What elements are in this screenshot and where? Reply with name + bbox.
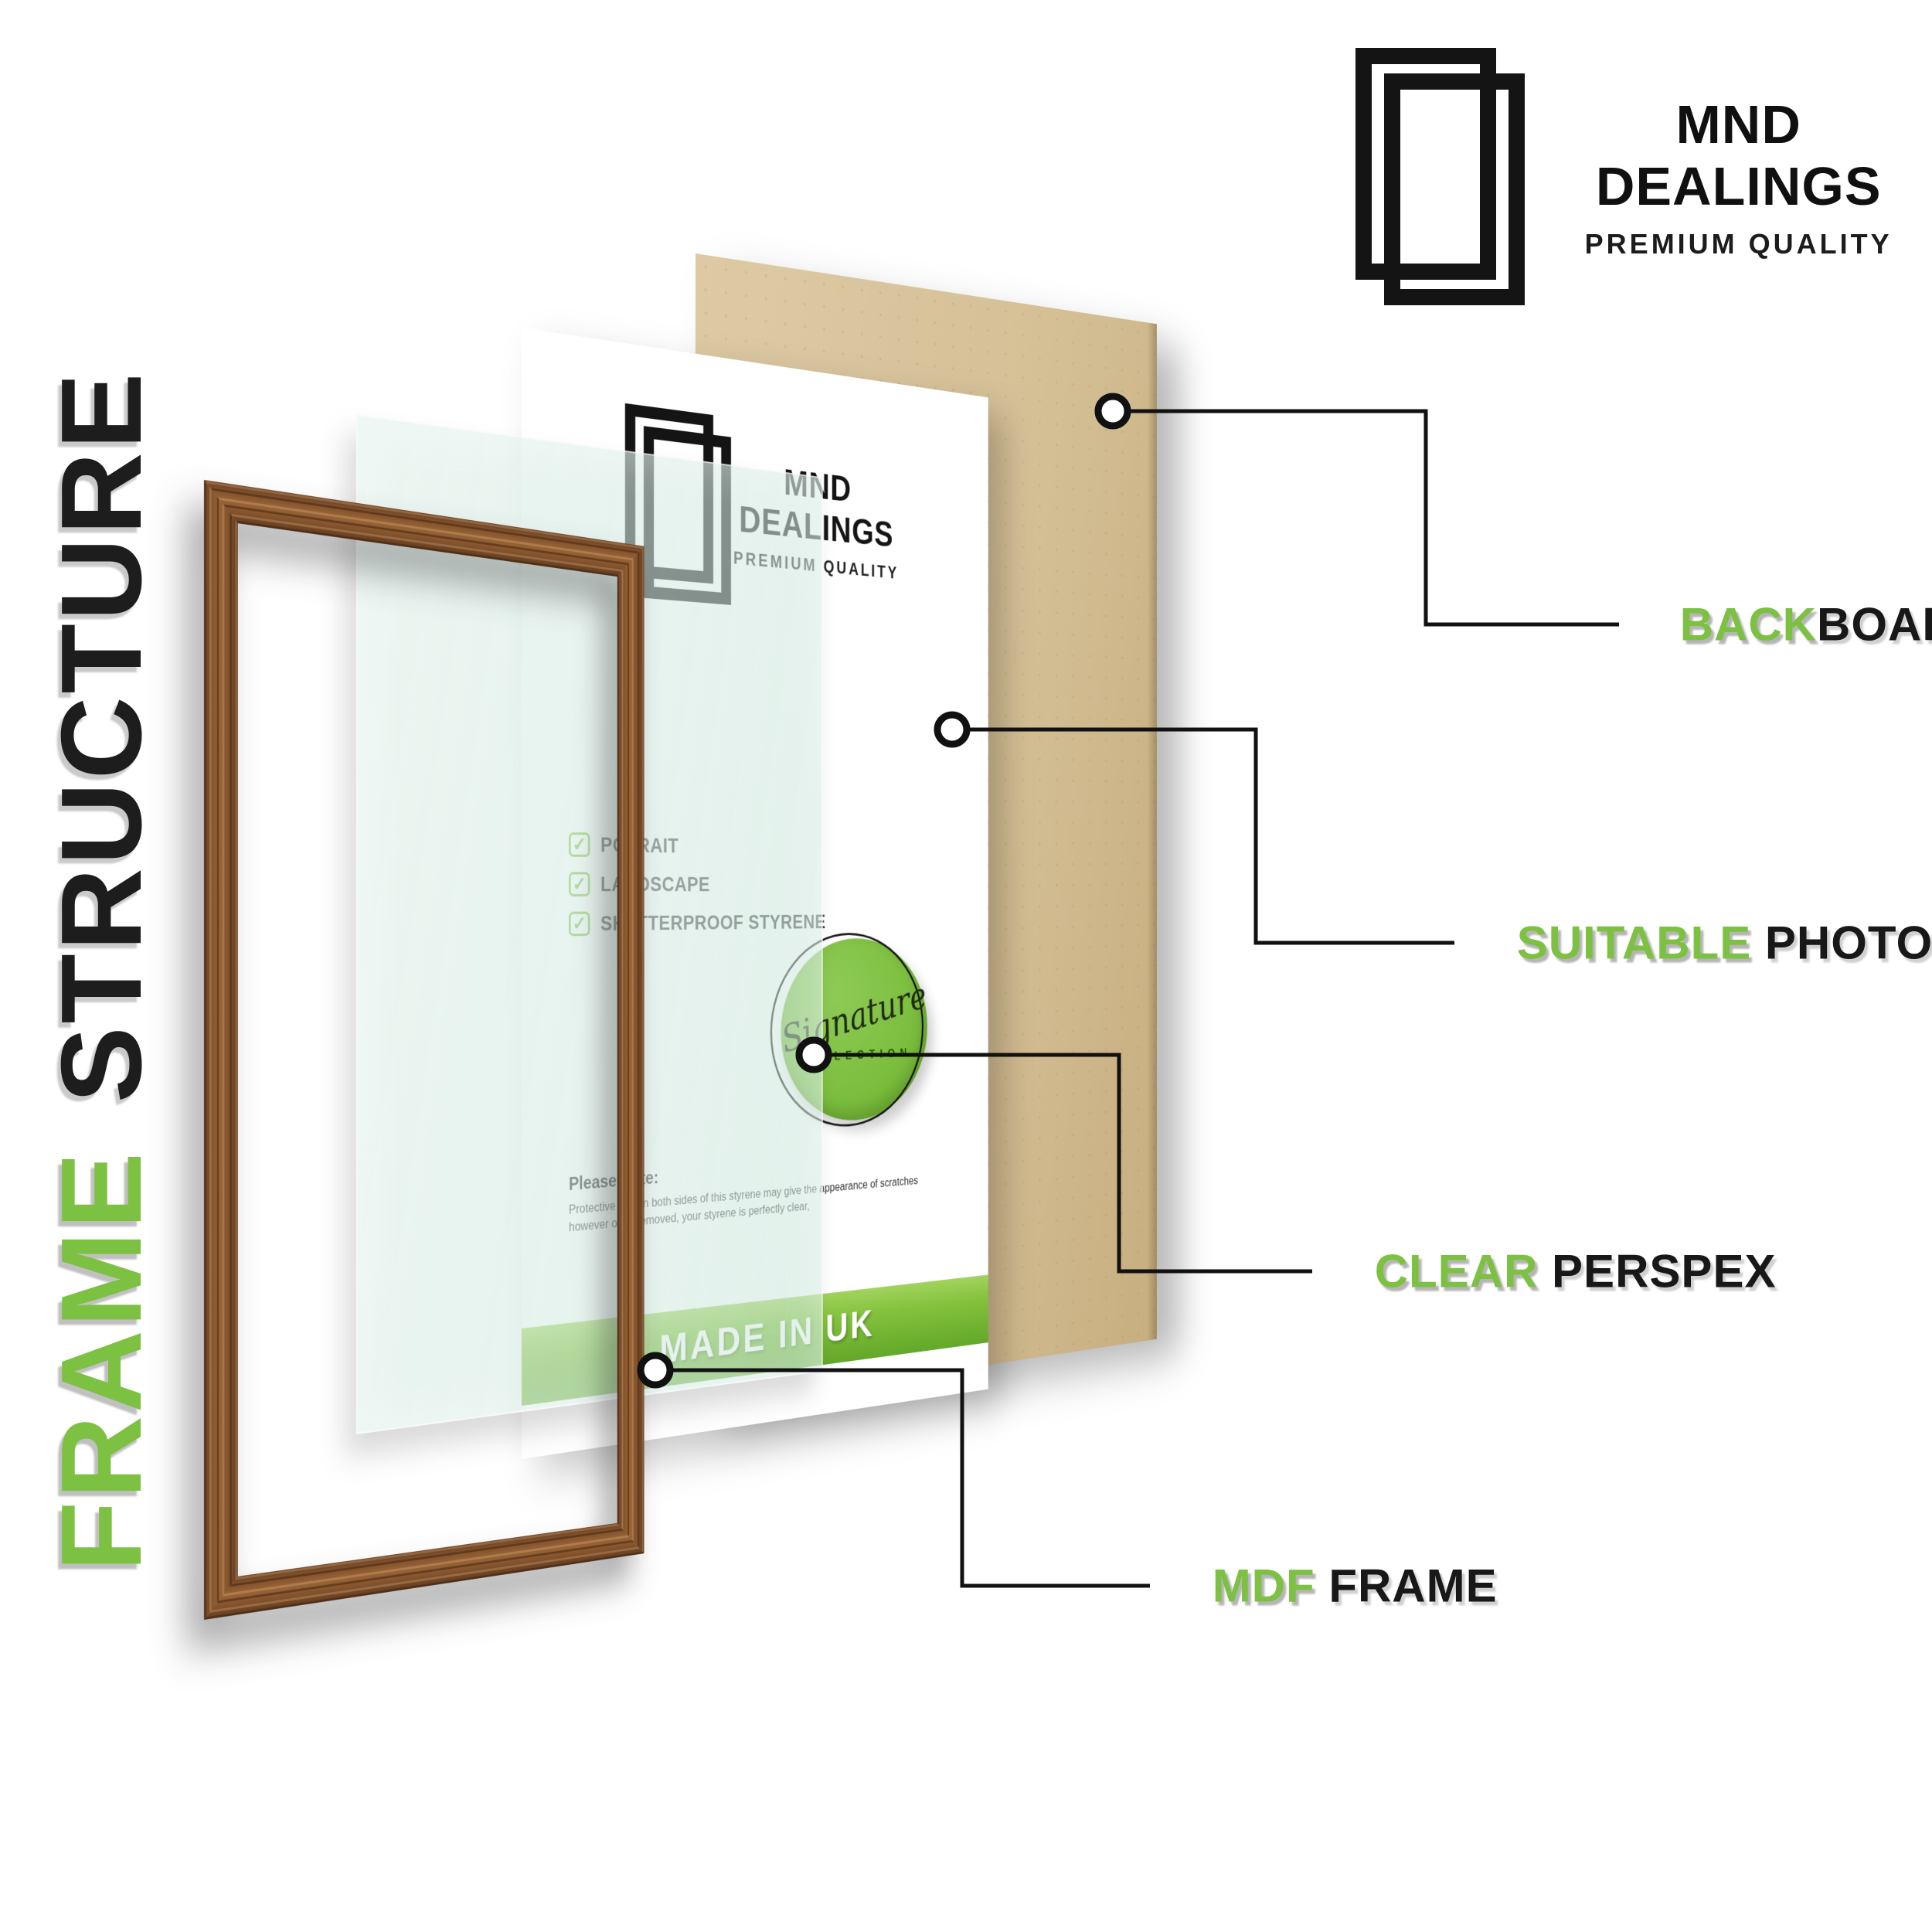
frame-left-rail	[204, 480, 238, 1620]
label-frame-black: FRAME	[1315, 1560, 1498, 1612]
label-photo-black: PHOTO	[1751, 917, 1932, 969]
page-title-frame-word: FRAME	[38, 1149, 165, 1572]
brand-tagline: PREMIUM QUALITY	[1584, 228, 1893, 260]
label-frame-green: MDF	[1212, 1560, 1315, 1612]
brand-name: MND DEALINGS	[1595, 94, 1882, 216]
label-photo-green: SUITABLE	[1516, 917, 1752, 969]
label-backboard-black: BOARD	[1817, 598, 1932, 651]
label-perspex-green: CLEAR	[1374, 1245, 1539, 1298]
wood-frame-layer	[204, 480, 644, 1620]
label-mdf-frame: MDF FRAME	[1158, 1506, 1498, 1666]
page-title: FRAME STRUCTURE	[36, 370, 168, 1572]
label-suitable-photo: SUITABLE PHOTO	[1462, 863, 1932, 1023]
label-perspex-black: PERSPEX	[1538, 1245, 1777, 1298]
brand-logo: MND DEALINGS PREMIUM QUALITY	[1355, 48, 1932, 306]
brand-text: MND DEALINGS PREMIUM QUALITY	[1545, 94, 1932, 260]
frame-bottom-rail	[204, 1519, 644, 1620]
label-backboard-green: BACK	[1679, 598, 1818, 651]
label-clear-perspex: CLEAR PERSPEX	[1320, 1192, 1776, 1352]
frame-right-rail	[617, 543, 645, 1558]
label-backboard: BACKBOARD	[1625, 545, 1932, 705]
brand-frame-icon	[1355, 48, 1525, 306]
page-title-structure-word: STRUCTURE	[38, 369, 165, 1104]
callout-line-backboard	[1113, 409, 1619, 627]
